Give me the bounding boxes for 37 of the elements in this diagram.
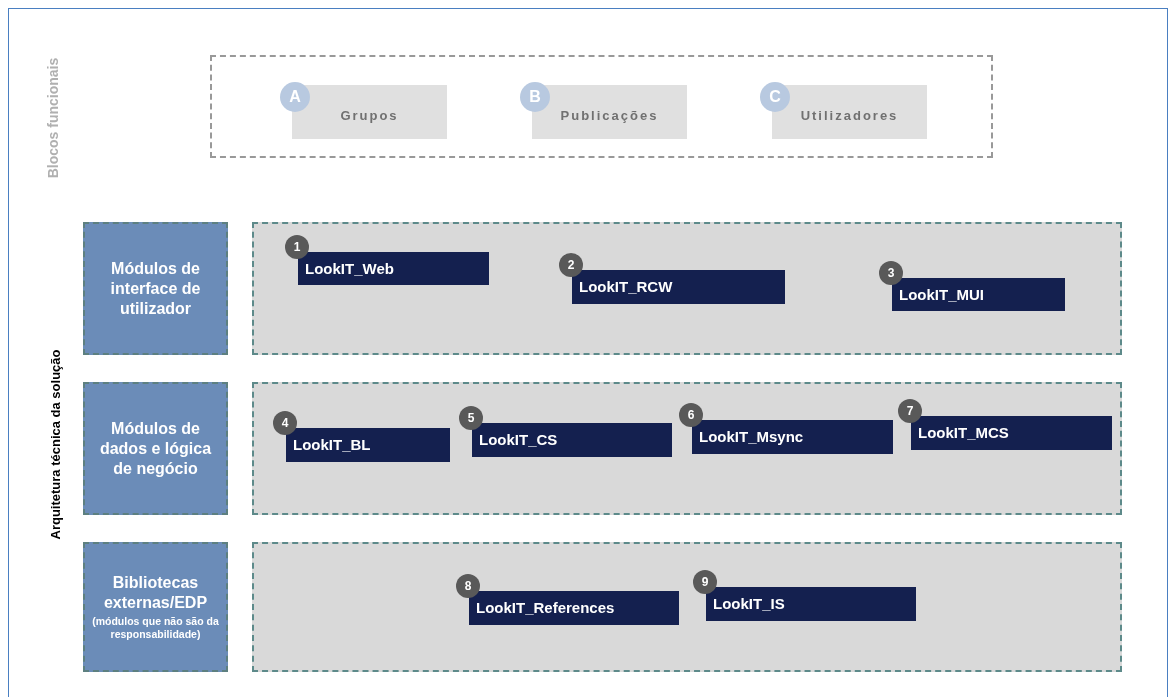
letter-badge: B bbox=[520, 82, 550, 112]
layer-note: (módulos que não são da responsabilidade) bbox=[91, 615, 220, 641]
number-badge: 1 bbox=[285, 235, 309, 259]
letter-badge: A bbox=[280, 82, 310, 112]
section-label: Blocos funcionais bbox=[45, 56, 61, 181]
letter-badge: C bbox=[760, 82, 790, 112]
number-badge: 7 bbox=[898, 399, 922, 423]
section-label: Arquitetura técnica da solução bbox=[47, 348, 63, 542]
module-name: LookIT_Web bbox=[305, 260, 394, 277]
number-badge: 4 bbox=[273, 411, 297, 435]
module-name: LookIT_MCS bbox=[918, 424, 1009, 441]
layer-title: Bibliotecas externas/EDP bbox=[102, 573, 209, 613]
number-badge: 6 bbox=[679, 403, 703, 427]
layer-panel bbox=[252, 382, 1122, 515]
module-name: LookIT_CS bbox=[479, 431, 558, 448]
layer-title: Módulos de interface de utilizador bbox=[109, 258, 202, 319]
dashed-group-frame bbox=[210, 55, 993, 158]
layer-box bbox=[83, 382, 228, 515]
number-badge: 5 bbox=[459, 406, 483, 430]
module-name: LookIT_BL bbox=[293, 436, 371, 453]
number-badge: 3 bbox=[879, 261, 903, 285]
layer-panel bbox=[252, 222, 1122, 355]
block-title: Utilizadores bbox=[800, 106, 899, 123]
layer-title: Módulos de dados e lógica de negócio bbox=[98, 418, 213, 479]
layer-panel bbox=[252, 542, 1122, 672]
number-badge: 2 bbox=[559, 253, 583, 277]
number-badge: 8 bbox=[456, 574, 480, 598]
block-title: Publicações bbox=[560, 106, 659, 123]
module-name: LookIT_Msync bbox=[699, 428, 804, 445]
module-name: LookIT_MUI bbox=[899, 286, 984, 303]
block-title: Grupos bbox=[340, 106, 399, 123]
layer-box bbox=[83, 222, 228, 355]
module-name: LookIT_IS bbox=[713, 595, 785, 612]
number-badge: 9 bbox=[693, 570, 717, 594]
module-name: LookIT_References bbox=[476, 599, 615, 616]
module-name: LookIT_RCW bbox=[579, 278, 673, 295]
layer-box bbox=[83, 542, 228, 672]
